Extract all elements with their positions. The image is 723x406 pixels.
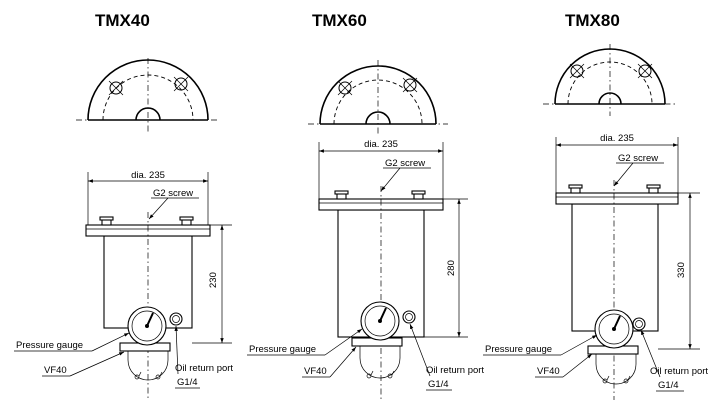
top-view	[76, 58, 220, 132]
tank-body	[318, 186, 444, 402]
diameter-label: dia. 235	[600, 133, 634, 144]
pressure-gauge-icon	[360, 301, 416, 341]
height-dimension: 230	[192, 224, 232, 344]
diameter-label: dia. 235	[131, 170, 165, 181]
model-title: TMX80	[565, 11, 620, 30]
screw-label: G2 screw	[618, 153, 658, 164]
height-label: 280	[446, 260, 457, 276]
top-view	[543, 44, 677, 116]
height-dimension: 330	[658, 192, 700, 350]
height-label: 330	[676, 262, 687, 278]
port-thread-label: G1/4	[177, 377, 198, 388]
oil-return-label: Oil return port	[175, 363, 233, 374]
valve-label: VF40	[304, 366, 327, 377]
screw-label: G2 screw	[385, 158, 425, 169]
valve-label: VF40	[44, 365, 67, 376]
gauge-label: Pressure gauge	[485, 344, 552, 355]
screw-label: G2 screw	[153, 188, 193, 199]
oil-return-label: Oil return port	[426, 365, 484, 376]
diameter-label: dia. 235	[364, 139, 398, 150]
model-tmx60: TMX60 dia. 235 G2 screw	[247, 11, 484, 402]
height-label: 230	[208, 272, 219, 288]
port-thread-label: G1/4	[428, 379, 449, 390]
pressure-gauge-icon	[127, 306, 183, 346]
model-title: TMX60	[312, 11, 367, 30]
model-tmx40: TMX40 dia. 235 G2 screw	[14, 11, 233, 400]
model-tmx80: TMX80 dia. 235 G2 screw	[483, 11, 708, 400]
diameter-dimension: dia. 235	[555, 133, 679, 193]
height-dimension: 280	[424, 198, 468, 338]
gauge-label: Pressure gauge	[249, 344, 316, 355]
diameter-dimension: dia. 235	[87, 170, 209, 226]
gauge-label: Pressure gauge	[16, 340, 83, 351]
diameter-dimension: dia. 235	[318, 139, 444, 199]
oil-return-label: Oil return port	[650, 366, 708, 377]
port-thread-label: G1/4	[658, 380, 679, 391]
valve-label: VF40	[537, 366, 560, 377]
model-title: TMX40	[95, 11, 150, 30]
pressure-gauge-icon	[594, 309, 646, 349]
top-view	[308, 60, 448, 136]
